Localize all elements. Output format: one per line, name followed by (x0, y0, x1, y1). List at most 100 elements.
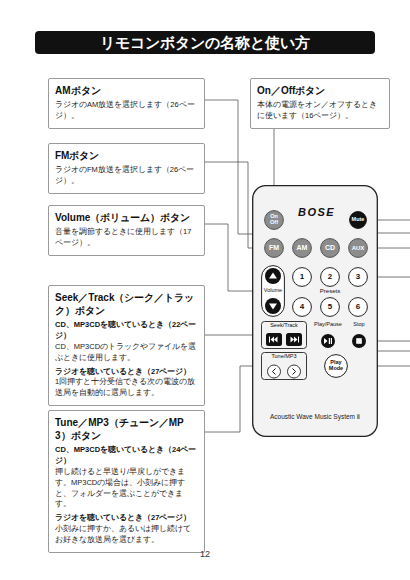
leader-line (205, 366, 261, 432)
node-text: 1回押すと十分受信できる次の電波の放送局を自動的に選局します。 (55, 377, 198, 399)
group-label: Presets (292, 288, 368, 294)
node-heading: 2 (320, 273, 340, 281)
volume-rocker: Volume (261, 265, 285, 317)
leader-line (330, 233, 410, 238)
leader-line (368, 248, 410, 249)
title-bar: リモコンボタンの名称と使い方 (35, 31, 375, 54)
preset-button: 5 (320, 297, 340, 317)
node-text: 音量を調節するときに使用します（17ページ）。 (55, 227, 198, 249)
node-heading: Volume (264, 288, 282, 294)
preset-button: 1 (292, 267, 312, 287)
button-group-frame (262, 353, 307, 380)
play-pause-icon (324, 338, 332, 344)
leader-line (368, 277, 410, 278)
node-heading: CD (320, 244, 340, 251)
callout-box: On／Offボタン本体の電源をオン／オフするときに使います（16ページ）。 (250, 78, 390, 129)
leader-line (366, 341, 410, 342)
node-heading: AMボタン (55, 84, 198, 97)
tune-key (288, 365, 301, 378)
node-text: CD、MP3CDのトラックやファイルを選ぶときに使用します。 (55, 342, 198, 364)
preset-button: 6 (348, 297, 368, 317)
node-heading: Stop (353, 322, 364, 328)
remote-control: BOSE Acoustic Wave Music System Ⅱ On Off Mu… (252, 185, 378, 437)
node-text: ラジオのFM放送を選択します（26ページ）。 (55, 165, 198, 187)
play-pause-button: Play/Pause (311, 321, 345, 349)
callout-box: Seek／Track（シーク／トラック）ボタン CD、MP3CDを聴いているとき（… (48, 285, 205, 406)
node-heading: AM (292, 244, 312, 251)
node-heading: Tune／MP3（チューン／MP 3）ボタン (55, 416, 198, 442)
button-circle (293, 298, 312, 317)
seek-icon (269, 337, 278, 343)
node-heading: BOSE (298, 206, 335, 218)
node-heading: Seek／Track（シーク／トラック）ボタン (55, 291, 198, 317)
seek-track-group: Seek/Track (261, 321, 307, 349)
tune-key (268, 365, 281, 378)
node-text: ラジオを聴いているとき（27ページ） (55, 513, 198, 524)
node-heading: Volume（ボリューム）ボタン (55, 211, 198, 224)
button-circle (265, 211, 284, 230)
leader-line (367, 220, 410, 221)
node-text: CD、MP3CDを聴いているとき（22ページ） (55, 320, 198, 342)
play-mode-button: Play Mode (324, 354, 348, 378)
node-heading: AUX (348, 245, 368, 251)
callout-box: Volume（ボリューム）ボタン音量を調節するときに使用します（17ページ）。 (48, 205, 205, 256)
button-circle (349, 298, 368, 317)
page-number: 12 (185, 549, 225, 559)
node-heading: 6 (348, 303, 368, 311)
play-key (321, 334, 335, 348)
mute-button: Mute (349, 211, 367, 229)
node-heading: FM (264, 244, 284, 251)
button-circle (325, 355, 348, 378)
button-circle (293, 268, 312, 287)
node-text: 押し続けると早送り/早戻しができます。MP3CDの場合は、小刻みに押すと、フォル… (55, 467, 198, 511)
leader-line (328, 348, 410, 351)
seek-key (286, 333, 302, 346)
source-button: AUX (348, 238, 368, 258)
node-heading: Mute (349, 217, 367, 223)
node-heading: 3 (348, 273, 368, 281)
arrow-icon (269, 273, 277, 279)
button-circle (321, 298, 340, 317)
button-circle (349, 239, 368, 258)
node-heading: Tune/MP3 (271, 354, 296, 360)
source-button: CD (320, 238, 340, 258)
leader-line (205, 335, 261, 336)
button-circle (265, 239, 284, 258)
callout-box: AMボタンラジオのAM放送を選択します（26ページ）。 (48, 78, 205, 129)
preset-button: 2 (320, 267, 340, 287)
node-heading: 1 (292, 273, 312, 281)
node-heading: 5 (320, 303, 340, 311)
tune-mp3-group: Tune/MP3 (261, 352, 307, 380)
leader-line (205, 162, 264, 248)
source-button: FM (264, 238, 284, 258)
node-heading: Play Mode (327, 360, 345, 372)
stop-icon (356, 338, 362, 344)
arrow-key (265, 298, 281, 314)
leader-line (205, 224, 261, 291)
node-heading: 4 (292, 303, 312, 311)
node-heading: On／Offボタン (257, 84, 383, 97)
power-button: On Off (264, 210, 284, 230)
node-heading: On Off (267, 214, 281, 226)
preset-button: 4 (292, 297, 312, 317)
node-heading: FMボタン (55, 149, 198, 162)
node-text: CD、MP3CDを聴いているとき（24ページ） (55, 445, 198, 467)
remote-body (253, 186, 378, 437)
volume-rocker (262, 266, 285, 317)
button-circle (321, 268, 340, 287)
button-circle (350, 212, 367, 229)
button-group-frame (262, 322, 307, 349)
button-circle (349, 268, 368, 287)
node-text: 小刻みに押すか、あるいは押し続けてお好きな放送局を選びます。 (55, 524, 198, 546)
callout-box: FMボタンラジオのFM放送を選択します（26ページ）。 (48, 143, 205, 194)
node-text: ラジオのAM放送を選択します（26ページ）。 (55, 100, 198, 122)
node-text: ラジオを聴いているとき（27ページ） (55, 367, 198, 378)
chevron-icon (273, 369, 276, 375)
arrow-key (265, 268, 281, 284)
node-text: Acoustic Wave Music System Ⅱ (252, 413, 378, 421)
leader-line (348, 366, 410, 367)
stop-key (352, 334, 366, 348)
seek-key (266, 333, 282, 346)
stop-button: Stop (346, 321, 372, 349)
